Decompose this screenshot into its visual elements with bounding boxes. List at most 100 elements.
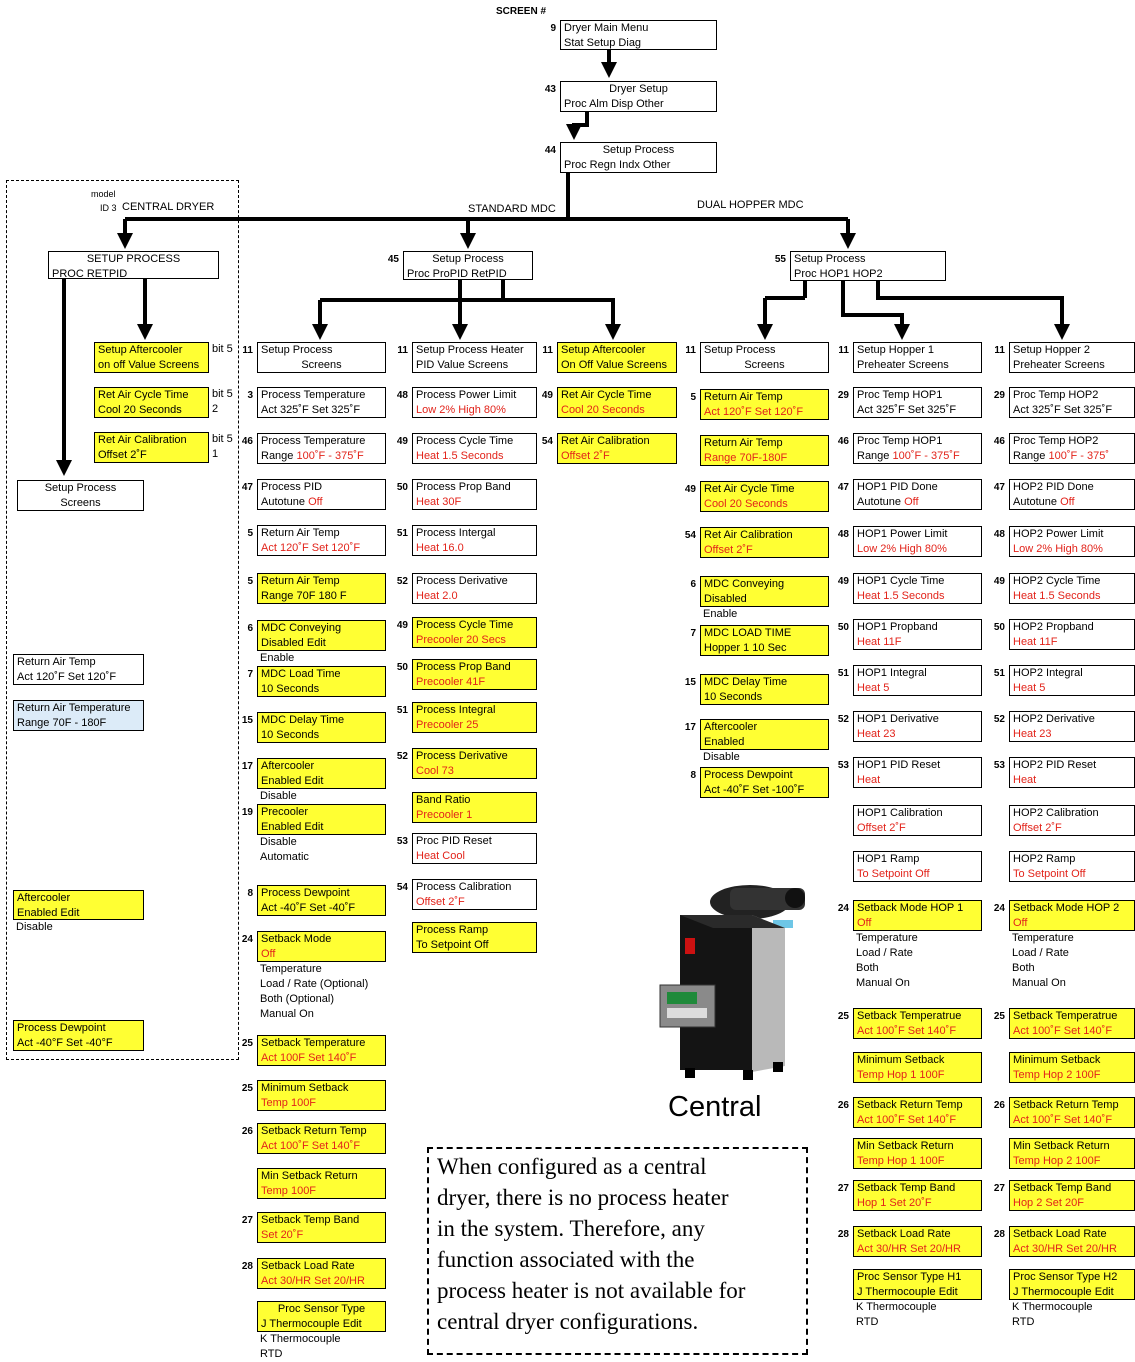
screen-number: 49	[993, 576, 1005, 587]
screen-number: 53	[993, 760, 1005, 771]
box-line-value: Heat 1.5 Seconds	[416, 450, 504, 462]
box-line: To Setpoint Off	[416, 939, 489, 951]
arrow-std-retpid	[501, 280, 621, 340]
screen-number: 5	[247, 576, 253, 587]
screen-number: 24	[241, 934, 253, 945]
screen-number: 11	[994, 345, 1005, 356]
box-line-value: Heat 5	[857, 682, 890, 694]
screen-number: 3	[247, 390, 253, 401]
screen-number: 52	[837, 714, 849, 725]
box-line-value: To Setpoint Off	[1013, 868, 1086, 880]
option-label: Load / Rate (Optional)	[260, 978, 369, 990]
box-line: Screens	[301, 359, 342, 371]
option-label: RTD	[1012, 1316, 1035, 1328]
screen-number: 5	[690, 392, 696, 403]
box-line: Autotune Off	[261, 495, 382, 509]
box-line-value: Heat 2.0	[416, 590, 458, 602]
box-line: Off	[857, 916, 978, 930]
box-line: Offset 2˚F	[98, 449, 147, 461]
screen-number: 55	[774, 254, 786, 265]
box-line: Enabled Edit	[261, 775, 324, 787]
box-line: Act 120˚F Set 120˚F	[261, 541, 382, 555]
box-line-value: Heat 23	[1013, 728, 1052, 740]
box-line-value: Heat 30F	[416, 496, 462, 508]
box-line: Screens	[744, 359, 785, 371]
screen-number: 48	[396, 390, 408, 401]
box-line: Proc Alm Disp Other	[564, 98, 664, 110]
screen-number: 51	[993, 668, 1005, 679]
box-line: 10 Seconds	[261, 683, 320, 695]
box-line-value: Precooler 41F	[416, 676, 486, 688]
box-line: Heat	[857, 773, 978, 787]
screen-number: 29	[993, 390, 1005, 401]
box-line: Proc Temp HOP1	[857, 435, 943, 447]
box-line: Act 100F Set 140˚F	[261, 1051, 382, 1065]
box-line: Heat 1.5 Seconds	[416, 449, 533, 463]
box-line-value: 100˚F - 375˚	[1048, 450, 1110, 462]
box-line-value: Cool 20 Seconds	[704, 498, 788, 510]
box-line: Range 70F-180F	[704, 451, 825, 465]
box-line: Heat 23	[857, 727, 978, 741]
screen-number: 29	[837, 390, 849, 401]
screen-number: 24	[837, 903, 849, 914]
option-label: Enable	[703, 608, 738, 620]
bit-label: bit 5	[212, 433, 233, 445]
option-label: RTD	[856, 1316, 879, 1328]
box-line: Return Air Temp	[261, 575, 340, 587]
box-line: Temp 100F	[261, 1096, 382, 1110]
box-line: Ret Air Cycle Time	[98, 389, 189, 401]
box-line: Hop 1 Set 20˚F	[857, 1196, 978, 1210]
box-line-value: Temp 100F	[261, 1185, 317, 1197]
arrow-dual-hop2	[876, 281, 1070, 340]
note-line: central dryer configurations.	[437, 1309, 699, 1334]
box-line: Offset 2˚F	[1013, 821, 1131, 835]
box-line: Process PID	[261, 481, 323, 493]
box-line: Setup Process	[432, 253, 504, 265]
bit-label: 1	[212, 448, 219, 460]
box-line-value: Act 100˚F Set 140˚F	[261, 1140, 361, 1152]
box-line: Return Air Temp	[704, 391, 783, 403]
box-line: Min Setback Return	[261, 1170, 358, 1182]
box-line: Process Dewpoint	[261, 887, 350, 899]
box-line-value: Cool 73	[416, 765, 454, 777]
box-line: HOP2 Derivative	[1013, 713, 1095, 725]
box-line: Precooler	[261, 806, 309, 818]
screen-number: 50	[837, 622, 849, 633]
box-line-value: Heat	[1013, 774, 1037, 786]
box-line-value: Off	[308, 496, 323, 508]
box-line: Proc Sensor Type	[277, 1303, 366, 1315]
box-line-value: Act 100˚F Set 140˚F	[1013, 1025, 1113, 1037]
bit-label: 2	[212, 403, 219, 415]
box-line-value: Hop 2 Set 20F	[1013, 1197, 1084, 1209]
box-line: Act 325˚F Set 325˚F	[1013, 404, 1113, 416]
box-line: Setback Mode	[261, 933, 332, 945]
box-line: Return Air Temp	[704, 437, 783, 449]
box-line-value: Act 120˚F Set 120˚F	[704, 406, 804, 418]
box-line: Preheater Screens	[857, 359, 949, 371]
screen-number: 11	[685, 345, 696, 356]
